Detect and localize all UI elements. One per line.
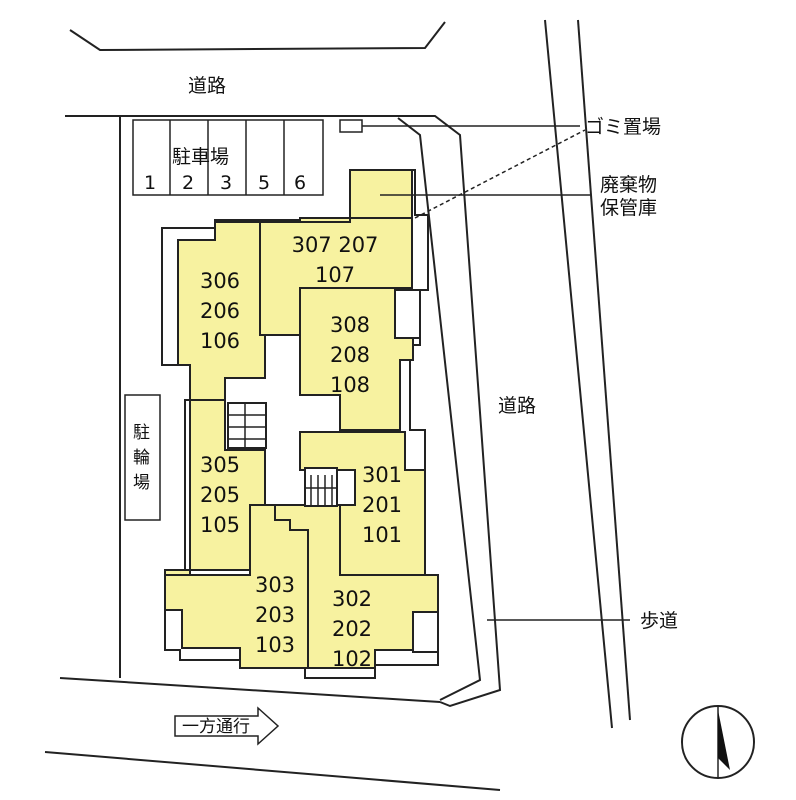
bicycle-parking <box>124 394 161 521</box>
road-lower-edge <box>59 677 441 703</box>
unit-number: 308 <box>330 313 370 337</box>
parking-space-number: 2 <box>182 172 194 194</box>
unit-number: 108 <box>330 373 370 397</box>
unit-number: 107 <box>315 263 355 287</box>
road-right-outer-left <box>544 19 613 729</box>
one-way-label: 一方通行 <box>182 717 250 737</box>
staircase-upper <box>227 402 267 449</box>
site-boundary <box>65 115 502 708</box>
waste-storage-label: 保管庫 <box>600 197 657 219</box>
parking-lot <box>132 119 324 196</box>
parking-label: 駐車場 <box>172 146 229 168</box>
sidewalk-label: 歩道 <box>640 610 678 632</box>
balcony <box>412 611 439 653</box>
bicycle-parking-label: 場 <box>133 473 150 493</box>
waste-storage-label: 廃棄物 <box>600 174 657 196</box>
unit-number: 303 <box>255 573 295 597</box>
unit-number: 201 <box>362 493 402 517</box>
unit-number: 102 <box>332 647 372 671</box>
unit-block-307 <box>259 217 413 336</box>
road-top-label: 道路 <box>188 75 226 97</box>
one-way-arrow <box>174 706 280 746</box>
unit-number: 206 <box>200 299 240 323</box>
unit-number: 301 <box>362 463 402 487</box>
unit-block-302 <box>274 504 439 669</box>
unit-number: 105 <box>200 513 240 537</box>
road-right-outer-right <box>577 19 631 721</box>
staircase-lower <box>304 467 338 507</box>
unit-number: 306 <box>200 269 240 293</box>
unit-number: 305 <box>200 453 240 477</box>
road-right-label: 道路 <box>498 395 536 417</box>
bicycle-parking-label: 駐 <box>133 423 150 443</box>
garbage-label: ゴミ置場 <box>585 116 661 138</box>
bicycle-parking-label: 輪 <box>133 448 150 468</box>
north-arrow <box>681 705 755 779</box>
garbage-leader-2 <box>414 129 586 219</box>
unit-number: 205 <box>200 483 240 507</box>
unit-number: 307 207 <box>292 233 379 257</box>
parking-space-number: 5 <box>258 172 270 194</box>
unit-number: 106 <box>200 329 240 353</box>
parking-space-number: 3 <box>220 172 232 194</box>
parking-space-number: 1 <box>144 172 156 194</box>
unit-number: 203 <box>255 603 295 627</box>
unit-block-306 <box>177 221 266 401</box>
unit-number: 101 <box>362 523 402 547</box>
parking-space-number: 6 <box>294 172 306 194</box>
balcony <box>394 289 421 339</box>
garbage-area <box>339 119 363 133</box>
unit-number: 202 <box>332 617 372 641</box>
road-top-edge <box>69 21 446 52</box>
unit-number: 103 <box>255 633 295 657</box>
unit-number: 208 <box>330 343 370 367</box>
road-bottom-edge <box>44 751 501 791</box>
unit-number: 302 <box>332 587 372 611</box>
